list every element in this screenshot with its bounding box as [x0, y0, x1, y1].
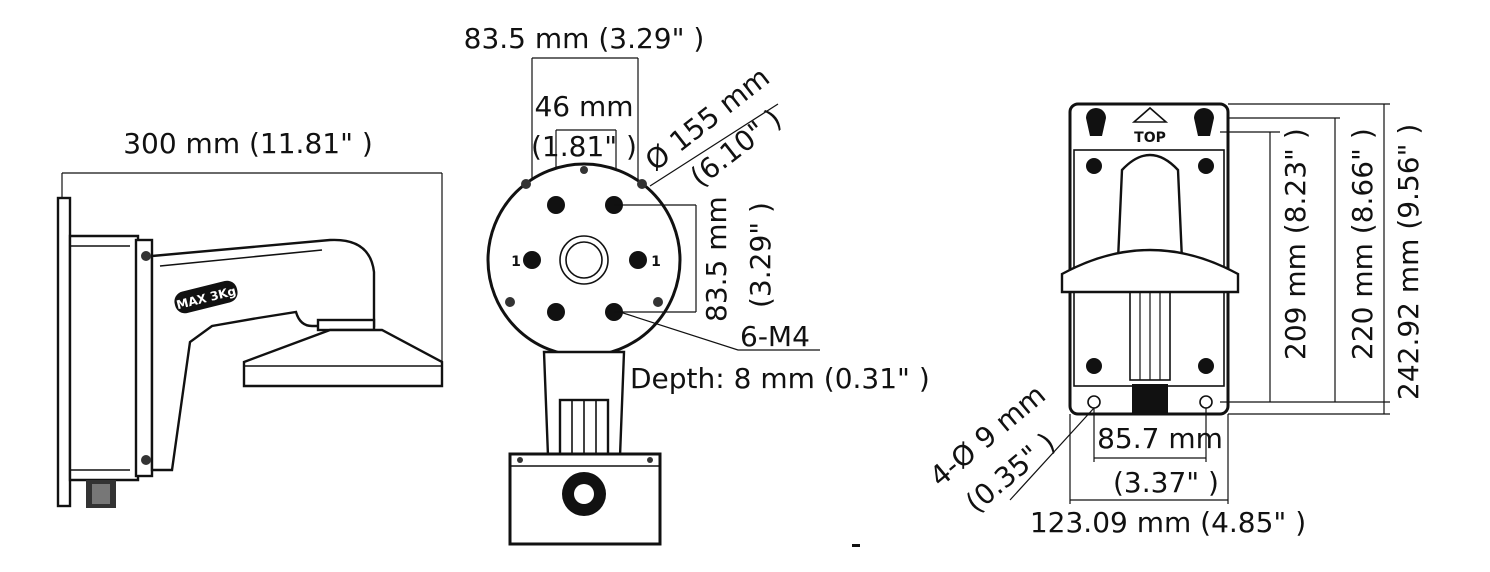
keyhole-right: [1194, 108, 1214, 136]
box-screw: [1086, 158, 1102, 174]
vertical-in: (3.29" ): [744, 202, 777, 308]
back-arm: [1116, 153, 1184, 262]
back-outer-label: 123.09 mm (4.85" ): [1030, 506, 1306, 539]
side-view: 300 mm (11.81" ) MAX 3Kg: [56, 127, 444, 508]
h3-label: 242.92 mm (9.56" ): [1392, 124, 1425, 400]
holes-leader: [1009, 407, 1095, 501]
box-side-edges: [70, 245, 130, 471]
cable-entry-inner: [574, 484, 594, 504]
small-hole: [653, 297, 663, 307]
cable-gland-inner: [92, 484, 110, 504]
box-screw: [517, 457, 523, 463]
small-hole: [505, 297, 515, 307]
hole-marker-right: 1: [651, 254, 661, 270]
depth-label: Depth: 8 mm (0.31" ): [630, 362, 930, 395]
top-width-label: 83.5 mm (3.29" ): [464, 22, 705, 55]
top-marker: TOP: [1134, 130, 1166, 146]
wall-plate: [56, 196, 72, 508]
screw-hole: [547, 303, 565, 321]
keyhole-left: [1086, 108, 1106, 136]
small-hole: [580, 166, 588, 174]
back-cable-gland: [1132, 384, 1168, 414]
arm-top-edge: [159, 249, 323, 267]
inner-width-mm: 46 mm: [534, 90, 633, 123]
junction-box-side: [68, 234, 140, 482]
vertical-mm: 83.5 mm: [700, 196, 733, 322]
stray-mark: [852, 544, 860, 547]
dome-cap: [242, 328, 444, 388]
h2-label: 220 mm (8.66" ): [1346, 128, 1379, 360]
box-screw: [1198, 158, 1214, 174]
center-hole-outer: [559, 235, 609, 285]
screw-leader: [619, 311, 820, 351]
box-screw: [1198, 358, 1214, 374]
side-screw-bottom: [141, 455, 151, 465]
screw-hole: [547, 196, 565, 214]
top-arrow-icon: [1131, 106, 1169, 123]
box-flange: [134, 238, 154, 478]
diameter-leader: [649, 103, 779, 187]
small-hole: [637, 179, 647, 189]
front-view: 83.5 mm (3.29" ) 46 mm (1.81" ) Ø 155 mm…: [464, 22, 930, 546]
side-width-label: 300 mm (11.81" ): [123, 127, 373, 160]
hole-marker-left: 1: [511, 254, 521, 270]
screw-label: 6-M4: [740, 320, 810, 353]
back-view: TOP 209 mm (8.23" ) 220 mm (8.66" ) 242.…: [923, 102, 1425, 539]
screw-hole: [629, 251, 647, 269]
box-screw: [1086, 358, 1102, 374]
back-inner-mm: 85.7 mm: [1097, 422, 1223, 455]
back-dome-cap: [1060, 248, 1240, 294]
back-inner-in: (3.37" ): [1113, 466, 1219, 499]
h1-label: 209 mm (8.23" ): [1279, 128, 1312, 360]
arm-neck: [316, 318, 376, 332]
inner-width-in: (1.81" ): [531, 130, 637, 163]
screw-hole: [523, 251, 541, 269]
side-screw-top: [141, 251, 151, 261]
center-hole-inner: [565, 241, 603, 279]
box-screw: [647, 457, 653, 463]
small-hole: [521, 179, 531, 189]
